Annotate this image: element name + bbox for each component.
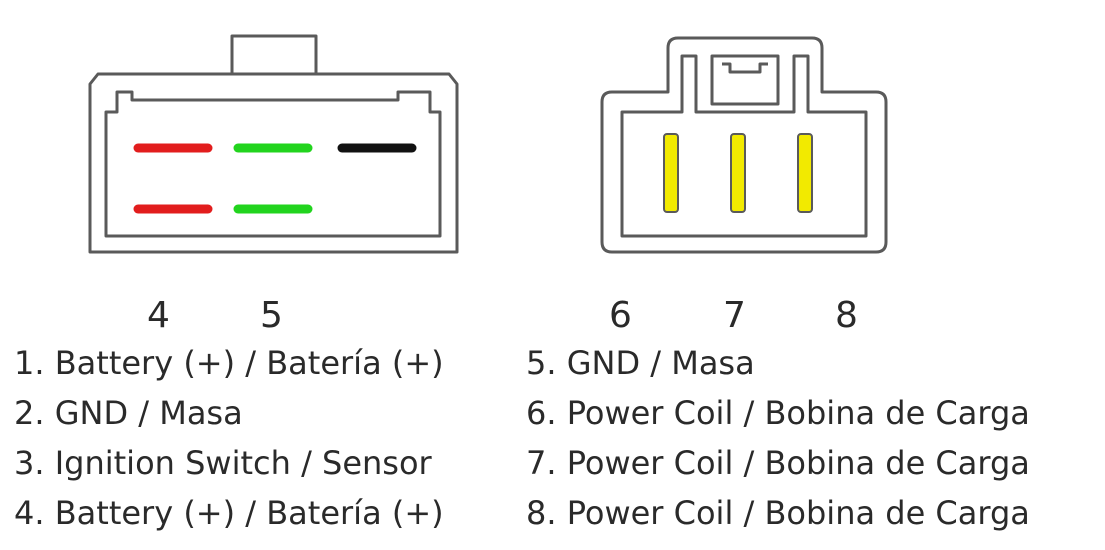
pin-number-5: 5 bbox=[260, 295, 283, 336]
pin-number-6: 6 bbox=[609, 295, 632, 336]
left-connector-housing bbox=[88, 34, 459, 254]
legend-item-8: 8. Power Coil / Bobina de Carga bbox=[526, 494, 1030, 532]
right-connector-latch bbox=[710, 54, 780, 106]
pin-7-yellow bbox=[730, 133, 746, 213]
legend-item-4: 4. Battery (+) / Batería (+) bbox=[14, 494, 444, 532]
legend-item-3: 3. Ignition Switch / Sensor bbox=[14, 444, 432, 482]
pin-number-8: 8 bbox=[835, 295, 858, 336]
connector-diagram bbox=[88, 34, 888, 254]
pin-number-4: 4 bbox=[147, 295, 170, 336]
left-connector bbox=[88, 34, 459, 254]
legend-item-7: 7. Power Coil / Bobina de Carga bbox=[526, 444, 1030, 482]
pin-6-yellow bbox=[663, 133, 679, 213]
legend-left: 1. Battery (+) / Batería (+) 2. GND / Ma… bbox=[14, 338, 444, 538]
right-connector bbox=[600, 36, 888, 254]
pin-8-yellow bbox=[797, 133, 813, 213]
legend-item-6: 6. Power Coil / Bobina de Carga bbox=[526, 394, 1030, 432]
pin-number-7: 7 bbox=[723, 295, 746, 336]
legend-item-5: 5. GND / Masa bbox=[526, 344, 755, 382]
legend-right: 5. GND / Masa 6. Power Coil / Bobina de … bbox=[526, 338, 1030, 538]
legend-item-2: 2. GND / Masa bbox=[14, 394, 243, 432]
left-connector-inner bbox=[104, 90, 442, 238]
right-connector-latch-notch bbox=[722, 62, 768, 74]
right-connector-inner bbox=[620, 54, 868, 238]
right-connector-housing bbox=[600, 36, 888, 254]
legend-item-1: 1. Battery (+) / Batería (+) bbox=[14, 344, 444, 382]
